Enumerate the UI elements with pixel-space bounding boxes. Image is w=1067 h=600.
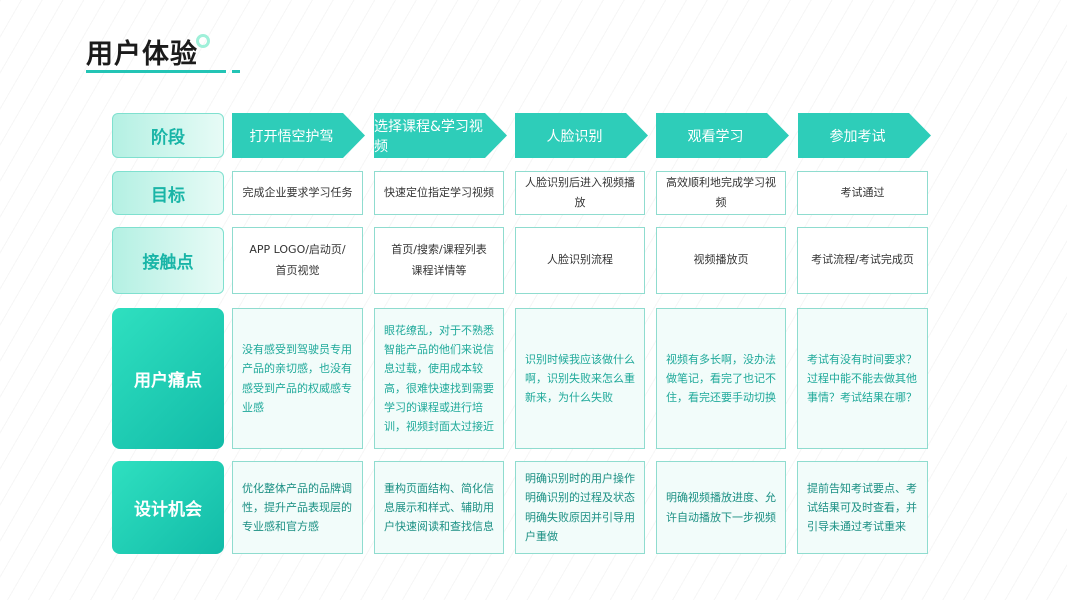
stage-arrow-5: 参加考试 [798,113,931,158]
opportunity-cell-3: 明确识别时的用户操作 明确识别的过程及状态 明确失败原因并引导用户重做 [515,461,645,554]
stage-arrow-2: 选择课程&学习视频 [374,113,507,158]
stage-arrow-3: 人脸识别 [515,113,648,158]
painpoint-cell-2: 眼花缭乱，对于不熟悉智能产品的他们来说信息过载，使用成本较高，很难快速找到需要学… [374,308,504,449]
row-label-touchpoint: 接触点 [112,227,224,294]
goal-cell-5: 考试通过 [797,171,928,215]
row-label-stage: 阶段 [112,113,224,158]
row-label-goal: 目标 [112,171,224,215]
goal-cell-3: 人脸识别后进入视频播放 [515,171,645,215]
painpoint-cell-1: 没有感受到驾驶员专用产品的亲切感，也没有感受到产品的权威感专业感 [232,308,363,449]
touchpoint-cell-2: 首页/搜索/课程列表 课程详情等 [374,227,504,294]
opportunity-cell-4: 明确视频播放进度、允许自动播放下一步视频 [656,461,786,554]
title-underline [86,70,226,73]
touchpoint-cell-1: APP LOGO/启动页/ 首页视觉 [232,227,363,294]
goal-cell-4: 高效顺利地完成学习视频 [656,171,786,215]
title-underline-dot [232,70,240,73]
painpoint-cell-3: 识别时候我应该做什么啊，识别失败来怎么重新来，为什么失败 [515,308,645,449]
title-ring-decoration [196,34,210,48]
page-title: 用户体验 [86,39,198,70]
stage-arrow-1: 打开悟空护驾 [232,113,365,158]
painpoint-cell-5: 考试有没有时间要求？过程中能不能去做其他事情？考试结果在哪？ [797,308,928,449]
touchpoint-cell-4: 视频播放页 [656,227,786,294]
row-label-painpoint: 用户痛点 [112,308,224,449]
opportunity-cell-2: 重构页面结构、简化信息展示和样式、辅助用户快速阅读和查找信息 [374,461,504,554]
stage-arrow-4: 观看学习 [656,113,789,158]
opportunity-cell-1: 优化整体产品的品牌调性，提升产品表现层的专业感和官方感 [232,461,363,554]
painpoint-cell-4: 视频有多长啊，没办法做笔记，看完了也记不住，看完还要手动切换 [656,308,786,449]
title-block: 用户体验 [86,32,210,71]
opportunity-cell-5: 提前告知考试要点、考试结果可及时查看，并引导未通过考试重来 [797,461,928,554]
touchpoint-cell-3: 人脸识别流程 [515,227,645,294]
goal-cell-1: 完成企业要求学习任务 [232,171,363,215]
row-label-opportunity: 设计机会 [112,461,224,554]
goal-cell-2: 快速定位指定学习视频 [374,171,504,215]
touchpoint-cell-5: 考试流程/考试完成页 [797,227,928,294]
